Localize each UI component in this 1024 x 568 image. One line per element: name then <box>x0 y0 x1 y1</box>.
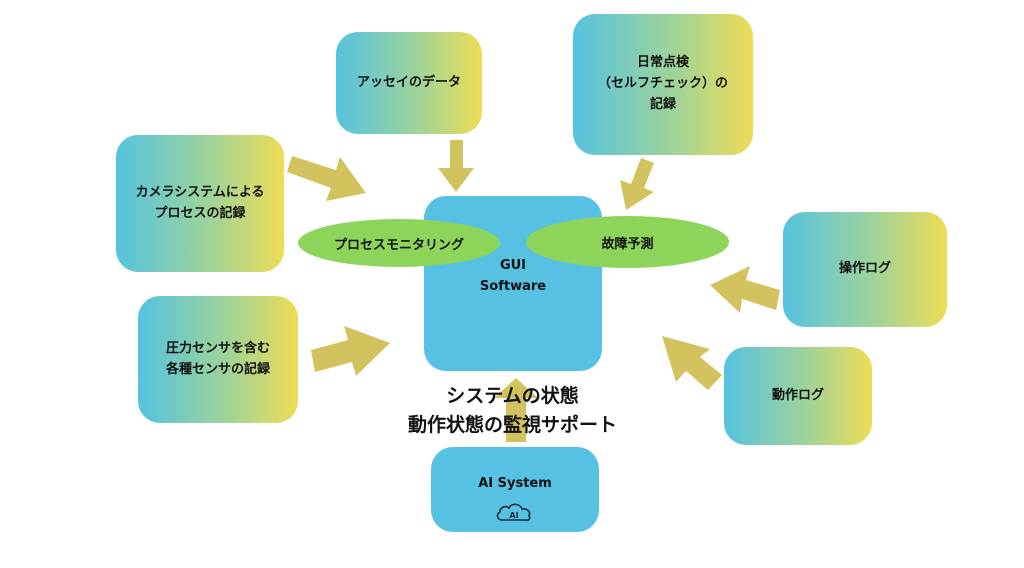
caption-line1: システムの状態 <box>446 385 579 407</box>
operation-log-label: 操作ログ <box>838 261 891 277</box>
caption-line2: 動作状態の監視サポート <box>407 414 617 437</box>
arrow-assay-to-center <box>438 140 474 192</box>
action-log-label: 動作ログ <box>771 387 824 403</box>
failure-prediction-label: 故障予測 <box>601 236 654 252</box>
ai-cloud-icon-text: AI <box>509 511 518 520</box>
camera-record-line1: カメラシステムによる <box>135 184 265 200</box>
pressure-sensor-box: 圧力センサを含む 各種センサの記録 <box>138 296 298 423</box>
process-monitoring-label: プロセスモニタリング <box>333 237 464 253</box>
daily-check-line2: （セルフチェック）の <box>597 76 728 92</box>
pressure-sensor-line1: 圧力センサを含む <box>165 340 270 356</box>
camera-record-line2: プロセスの記録 <box>154 205 246 221</box>
arrow-oplog-to-center <box>710 266 780 313</box>
arrow-daily-to-center <box>620 158 654 210</box>
camera-record-box: カメラシステムによる プロセスの記録 <box>116 135 284 272</box>
gui-label-line2: Software <box>479 278 547 294</box>
process-monitoring-ellipse: プロセスモニタリング <box>298 219 500 267</box>
operation-log-box: 操作ログ <box>783 212 947 327</box>
daily-check-box: 日常点検 （セルフチェック）の 記録 <box>573 14 753 155</box>
arrow-actionlog-to-center <box>662 336 722 390</box>
gui-label-line1: GUI <box>499 258 527 273</box>
ai-system-box <box>431 447 599 532</box>
status-caption: システムの状態 動作状態の監視サポート <box>390 382 635 441</box>
arrow-camera-to-center <box>287 156 366 201</box>
daily-check-line1: 日常点検 <box>636 55 689 71</box>
arrow-pressure-to-center <box>311 326 390 376</box>
failure-prediction-ellipse: 故障予測 <box>526 216 729 268</box>
gui-software-label: GUI Software <box>424 256 602 298</box>
daily-check-line3: 記録 <box>649 96 676 112</box>
ai-system-label: AI System <box>478 476 552 491</box>
ai-cloud-icon: AI <box>496 503 531 522</box>
assay-data-box: アッセイのデータ <box>336 32 482 134</box>
pressure-sensor-line2: 各種センサの記録 <box>165 361 270 377</box>
assay-data-label: アッセイのデータ <box>356 74 461 90</box>
action-log-box: 動作ログ <box>724 347 872 445</box>
